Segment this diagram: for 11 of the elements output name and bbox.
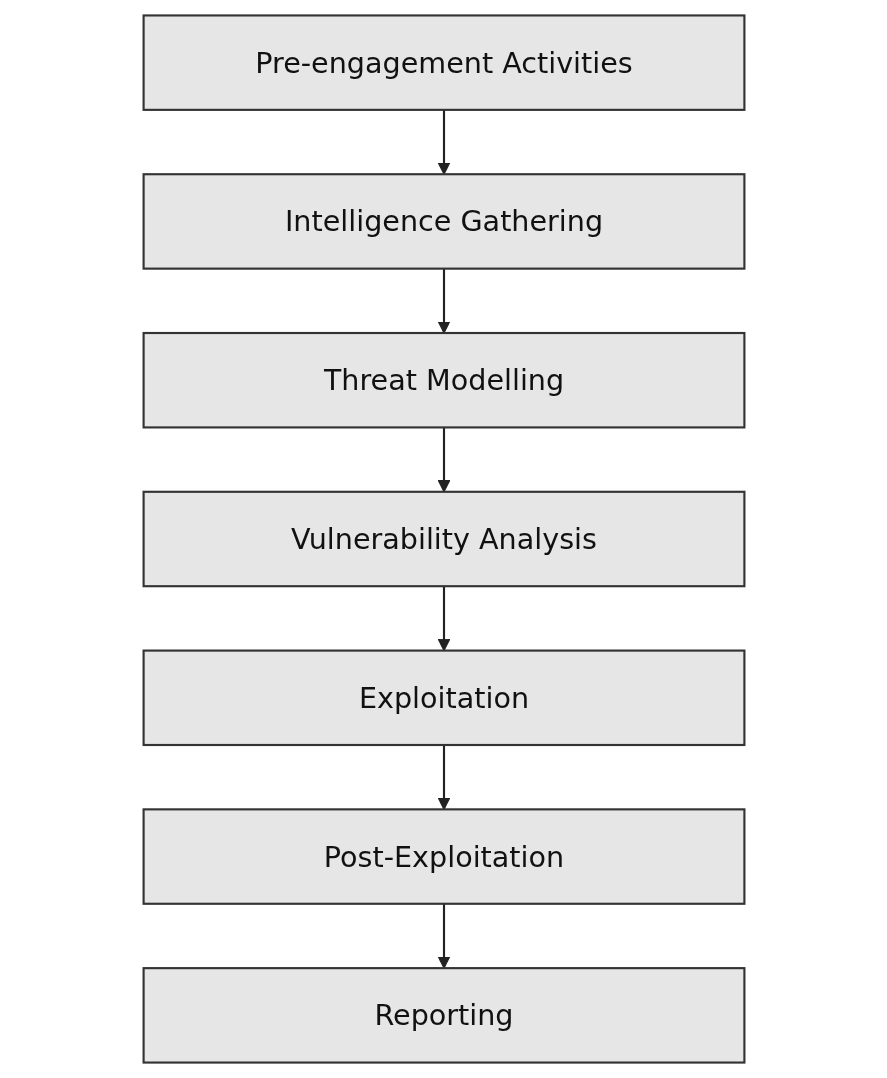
node-box: Vulnerability Analysis xyxy=(142,490,745,588)
arrow xyxy=(437,268,450,334)
node-box: Threat Modelling xyxy=(142,331,745,429)
arrow xyxy=(437,903,450,969)
arrow xyxy=(437,109,450,175)
node-box: Pre-engagement Activities xyxy=(142,14,745,111)
node-box: Exploitation xyxy=(142,649,745,747)
node-box: Reporting xyxy=(142,967,745,1064)
node-box: Post-Exploitation xyxy=(142,808,745,905)
arrow xyxy=(437,745,450,810)
node-box: Intelligence Gathering xyxy=(142,173,745,270)
